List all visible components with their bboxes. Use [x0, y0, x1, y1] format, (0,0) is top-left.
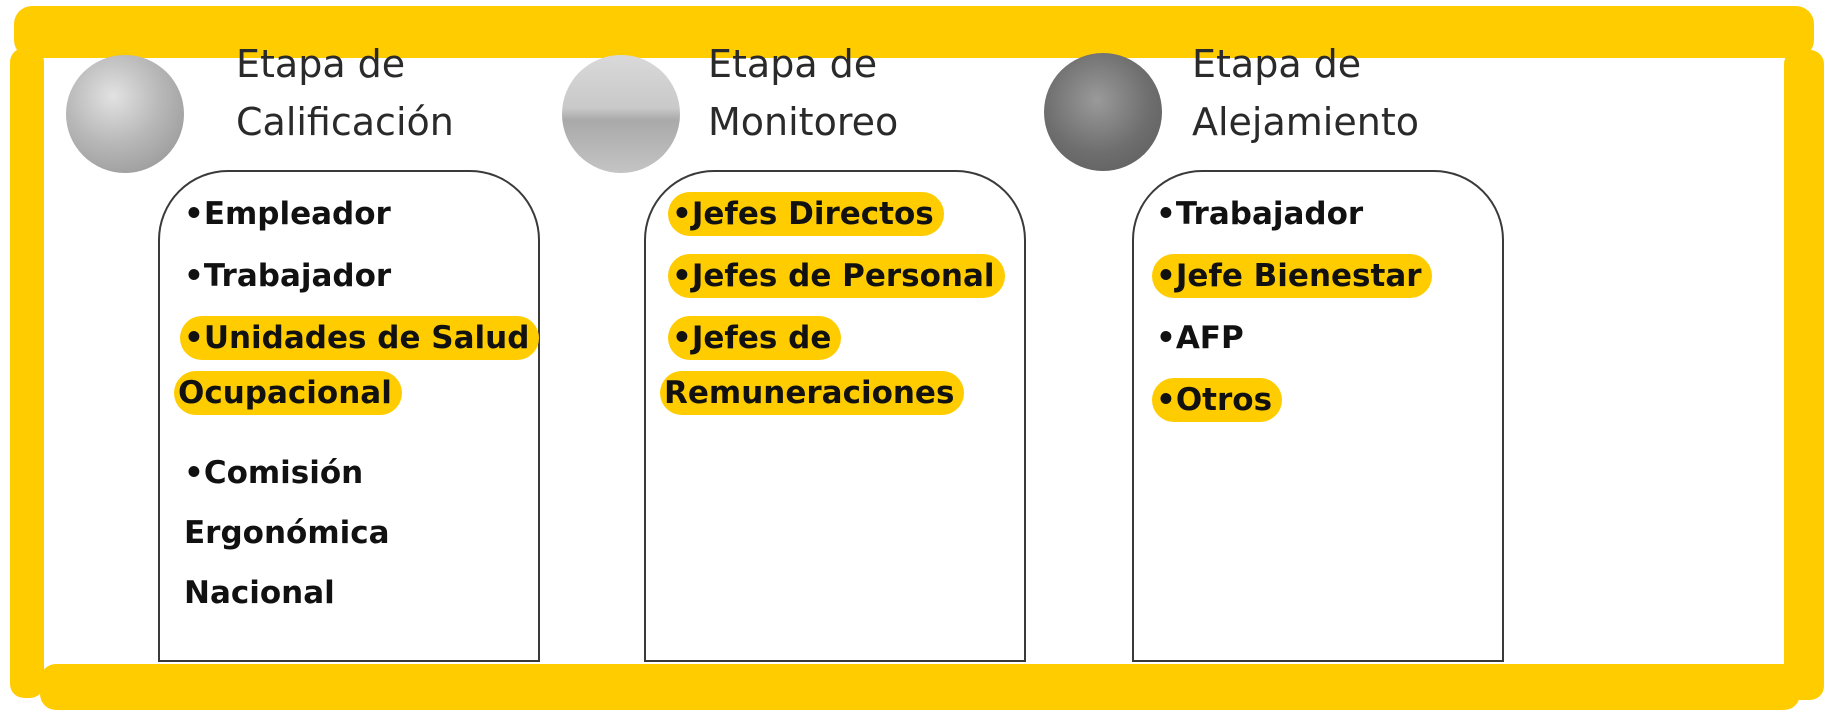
stage-alejamiento-title-line1: Etapa de: [1192, 42, 1362, 86]
stage-monitoreo-box: [644, 170, 1026, 662]
stage-alejamiento-icon: [1044, 53, 1162, 171]
list-item: •Comisión: [184, 455, 364, 491]
list-item-highlighted: •Jefe Bienestar: [1152, 247, 1432, 305]
frame-left-bar: [10, 48, 44, 698]
list-item-cont: Ergonómica: [184, 515, 390, 551]
list-item-highlighted: •Unidades de Salud: [180, 309, 540, 367]
stage-calificacion-title-line1: Etapa de: [236, 42, 406, 86]
list-item-highlighted-cont: Ocupacional: [174, 364, 402, 422]
stage-calificacion-box: [158, 170, 540, 662]
stage-calificacion-title-line2: Calificación: [236, 100, 454, 144]
list-item: •Empleador: [184, 196, 391, 232]
list-item-cont: Nacional: [184, 575, 335, 611]
frame-bottom-bar: [40, 664, 1800, 710]
stage-monitoreo-title-line2: Monitoreo: [708, 100, 899, 144]
frame-right-bar: [1784, 50, 1824, 700]
list-item-highlighted: •Jefes de Personal: [668, 247, 1005, 305]
list-item: •Trabajador: [184, 258, 392, 294]
list-item-highlighted: •Otros: [1152, 371, 1283, 429]
list-item-highlighted: •Jefes de: [668, 309, 842, 367]
list-item-highlighted: •Jefes Directos: [668, 185, 944, 243]
list-item-highlighted-cont: Remuneraciones: [660, 364, 965, 422]
list-item: •AFP: [1156, 320, 1244, 356]
stage-calificacion-icon: [66, 55, 184, 173]
list-item: •Trabajador: [1156, 196, 1364, 232]
stage-monitoreo-icon: [562, 55, 680, 173]
stage-monitoreo-title-line1: Etapa de: [708, 42, 878, 86]
stage-alejamiento-title-line2: Alejamiento: [1192, 100, 1419, 144]
frame-top-bar: [14, 6, 1814, 58]
